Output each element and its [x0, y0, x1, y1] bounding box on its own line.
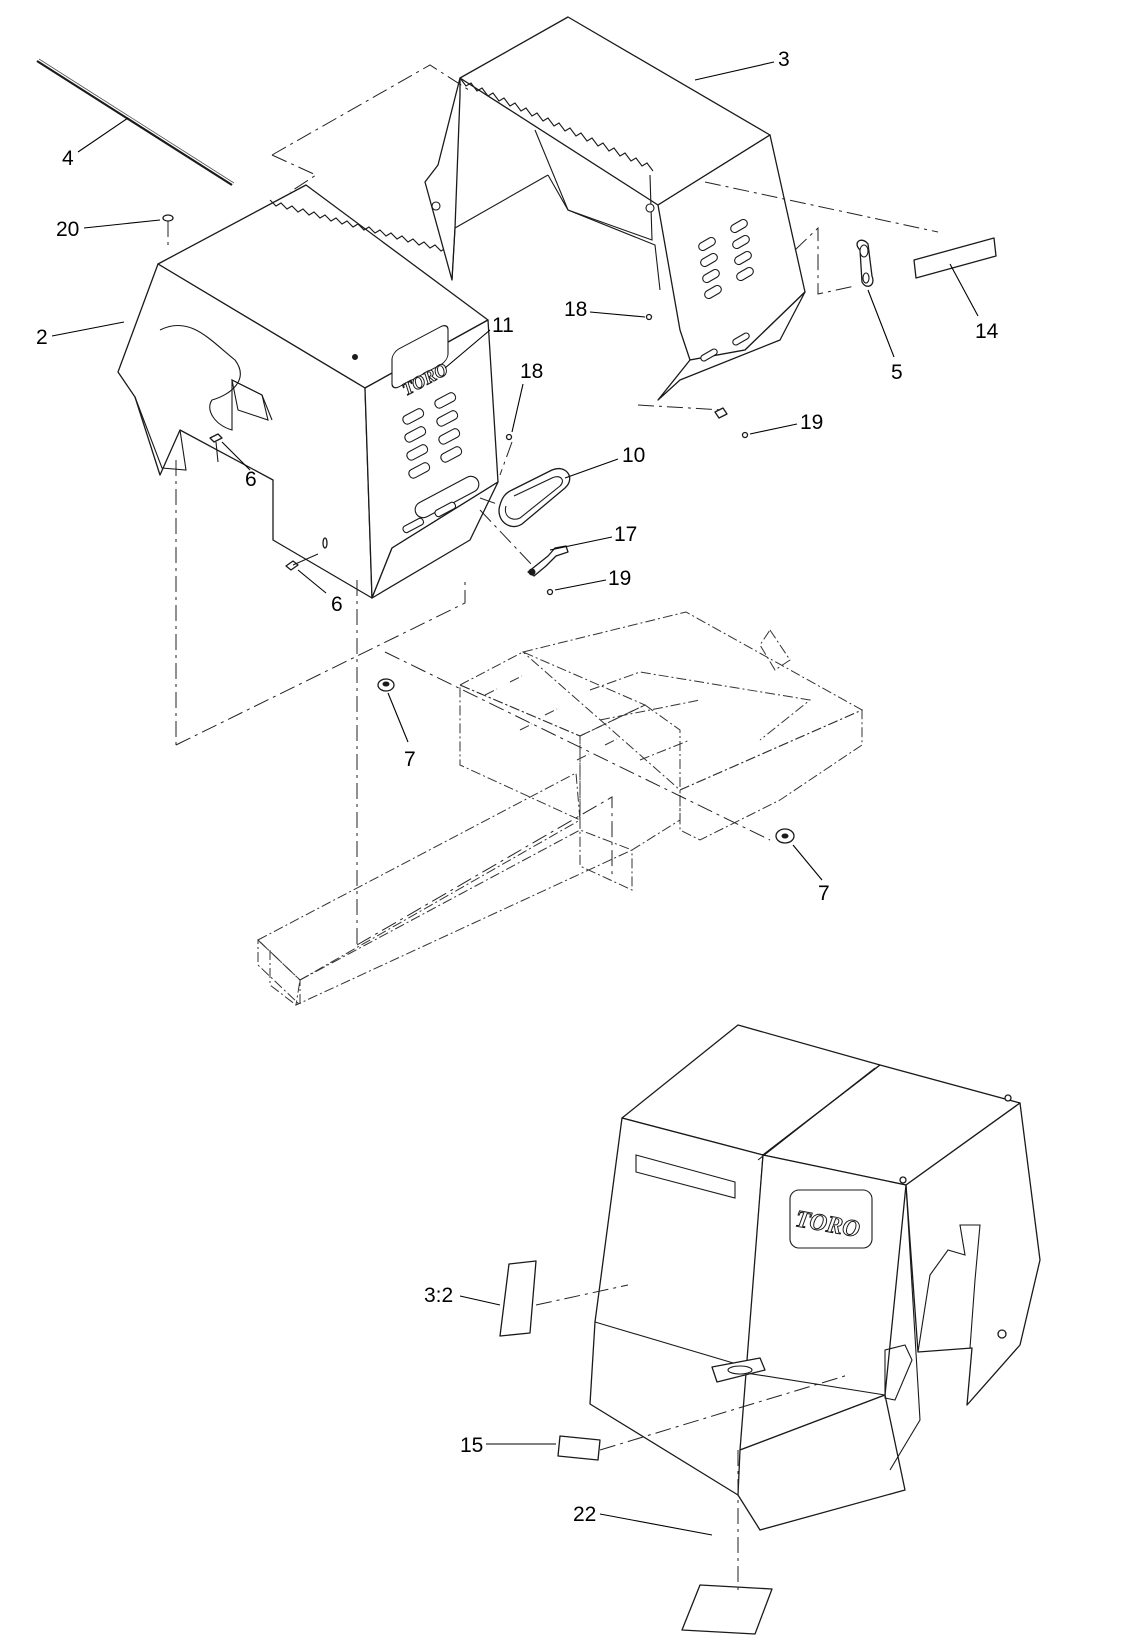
callout-19b: 19: [608, 567, 631, 590]
callout-17: 17: [614, 523, 637, 546]
callout-6a: 6: [245, 468, 257, 491]
callout-7b: 7: [818, 882, 830, 905]
callout-6b: 6: [331, 593, 343, 616]
shroud-part-3: [424, 16, 806, 419]
assembly-lines: [175, 64, 939, 946]
gasket-part-10: [498, 467, 571, 528]
clip-part-17: [527, 545, 569, 577]
callout-2: 2: [36, 326, 48, 349]
label-slot: [635, 1154, 736, 1199]
screw-part-19b: [546, 588, 554, 596]
callout-11: 11: [492, 314, 514, 337]
decal-part-3-2: [499, 1260, 537, 1337]
screw-part-18b: [645, 313, 653, 321]
callout-labels: 3 4 20 2 11 18 18 14 5 19 10 6 6 17 19 7…: [36, 48, 999, 1526]
callout-leaders: [51, 61, 979, 1536]
screw-part-18a: [505, 433, 513, 441]
bolt-part-6b: [285, 537, 328, 571]
callout-14: 14: [975, 320, 999, 343]
callout-22: 22: [573, 1503, 596, 1526]
rod-part-4: [36, 58, 235, 186]
assembled-shroud-view: TORO: [589, 1024, 1041, 1531]
latch-part-5: [856, 239, 874, 287]
screw-part-19a: [741, 431, 749, 439]
decal-part-15: [557, 1435, 601, 1461]
phantom-frame: [257, 611, 864, 1007]
callout-10: 10: [622, 444, 645, 467]
callout-20: 20: [56, 218, 79, 241]
callout-5: 5: [891, 361, 903, 384]
grommet-part-7b: [775, 828, 795, 844]
shroud-part-2: TORO: [117, 184, 499, 599]
grommet-part-7a: [377, 678, 395, 692]
callout-7a: 7: [404, 748, 416, 771]
callout-18a: 18: [520, 360, 543, 383]
callout-3-2: 3:2: [424, 1284, 453, 1307]
callout-19a: 19: [800, 411, 823, 434]
callout-18b: 18: [564, 298, 587, 321]
callout-3: 3: [778, 48, 790, 71]
callout-15: 15: [460, 1434, 483, 1457]
decal-part-14: [913, 237, 997, 279]
bolt-part-6a: [209, 433, 223, 463]
callout-4: 4: [62, 147, 74, 170]
plug-part-20: [162, 214, 174, 245]
decal-part-22: [681, 1584, 773, 1635]
